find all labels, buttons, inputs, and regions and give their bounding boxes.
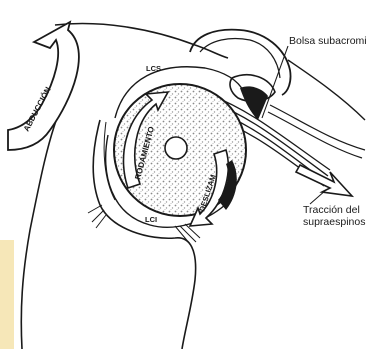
lcs-label: LCS	[146, 64, 161, 73]
traction-leader	[310, 190, 326, 204]
right-contour	[288, 60, 365, 120]
humeral-head-center	[165, 137, 187, 159]
acromion-inner	[200, 39, 280, 79]
traction-label-line1: Tracción del	[303, 204, 365, 216]
ligament-fibers-left	[88, 205, 106, 228]
traction-label: Tracción del supraespinos	[303, 204, 365, 228]
upper-contour	[55, 24, 228, 58]
bursa-label: Bolsa subacromi	[289, 35, 367, 47]
traction-label-line2: supraespinos	[303, 216, 365, 228]
lci-label: LCI	[145, 215, 157, 224]
